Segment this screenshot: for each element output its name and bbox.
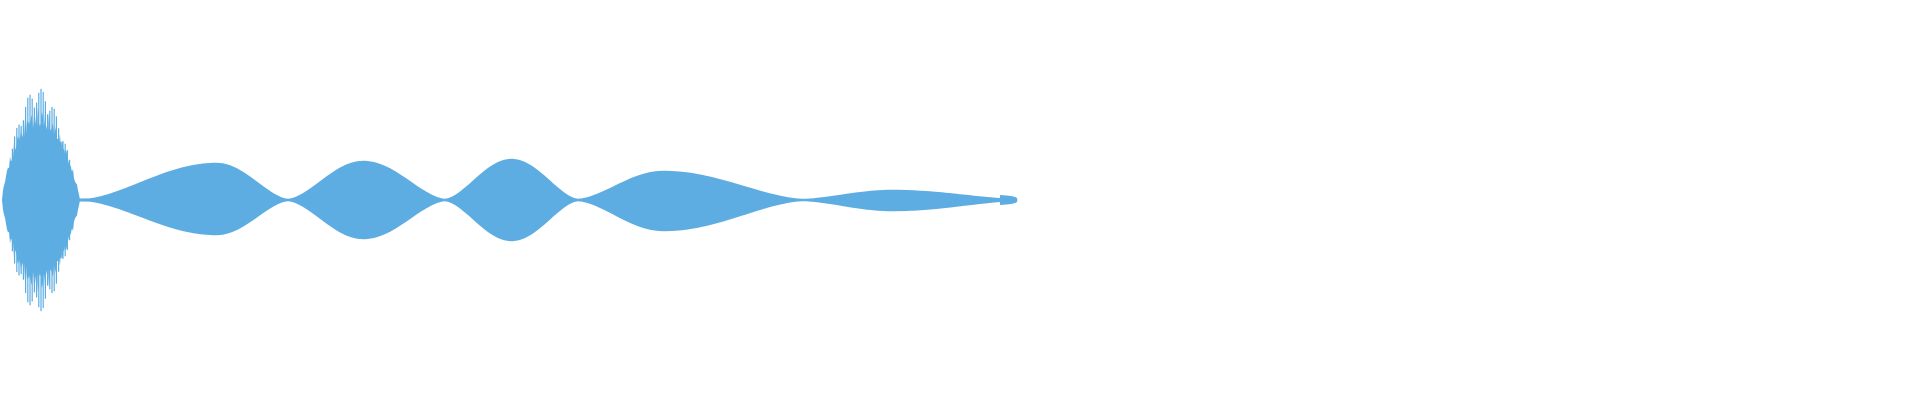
- waveform-lobe-2: [84, 162, 288, 236]
- waveform-lead-in: [78, 198, 130, 202]
- waveform-lobe-4: [445, 158, 578, 242]
- waveform-lobe-6: [803, 189, 1017, 212]
- waveform-body: [78, 158, 1018, 242]
- waveform-lobe-3: [288, 160, 445, 240]
- waveform-lobe-5: [578, 170, 803, 232]
- waveform-burst: [2, 88, 80, 312]
- waveform-tail: [1000, 195, 1018, 205]
